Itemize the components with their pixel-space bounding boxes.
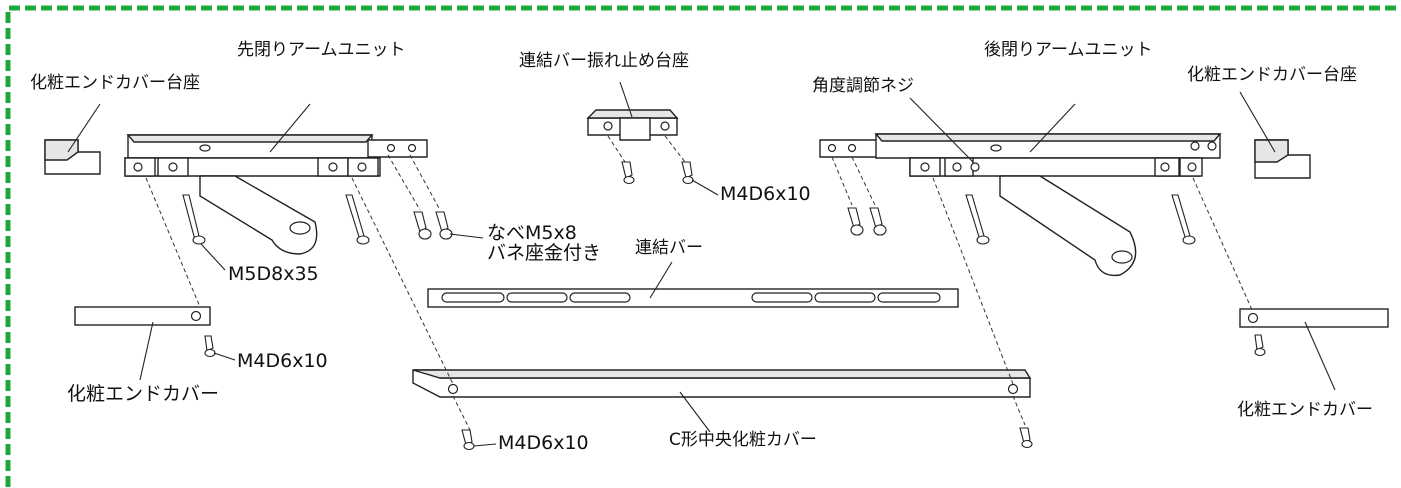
label-c-center-cover: C形中央化粧カバー	[669, 430, 817, 450]
pan-screws-right	[831, 156, 887, 236]
screw-m5d8x35-right	[965, 194, 1196, 245]
label-left-end-cover-base: 化粧エンドカバー台座	[30, 73, 200, 93]
label-screw-m5d8x35: M5D8x35	[228, 263, 319, 285]
label-right-end-cover-base: 化粧エンドカバー台座	[1187, 65, 1357, 85]
label-front-arm-unit: 先閉りアームユニット	[237, 40, 406, 60]
label-left-end-cover: 化粧エンドカバー	[67, 383, 220, 405]
rear-arm-unit-part	[819, 97, 1222, 277]
label-pan-screw-line1: なべM5x8	[487, 222, 577, 244]
pan-screws-left	[387, 154, 484, 240]
connecting-bar-part	[427, 261, 959, 308]
right-end-cover-part	[1192, 177, 1389, 391]
label-right-end-cover: 化粧エンドカバー	[1237, 400, 1373, 420]
bar-stabilizer-base-part	[586, 81, 719, 196]
screw-m5d8x35-left-1	[182, 194, 206, 245]
screw-m5d8x35-left-2	[345, 194, 370, 245]
right-end-cover-base-part	[1239, 91, 1311, 179]
label-angle-adjust-screw: 角度調節ネジ	[812, 76, 914, 96]
label-screw-left-cover: M4D6x10	[237, 350, 328, 372]
left-end-cover-base-part	[44, 103, 101, 175]
c-center-cover-part	[351, 177, 1033, 451]
label-pan-screw-line2: バネ座金付き	[487, 242, 602, 264]
label-screw-top-center: M4D6x10	[720, 183, 811, 205]
label-bar-stabilizer-base: 連結バー振れ止め台座	[519, 51, 689, 71]
label-rear-arm-unit: 後閉りアームユニット	[984, 40, 1153, 60]
left-end-cover-part	[74, 177, 236, 381]
label-screw-bottom-center: M4D6x10	[498, 432, 589, 454]
label-connecting-bar: 連結バー	[635, 238, 703, 258]
front-arm-unit-part	[124, 103, 428, 255]
